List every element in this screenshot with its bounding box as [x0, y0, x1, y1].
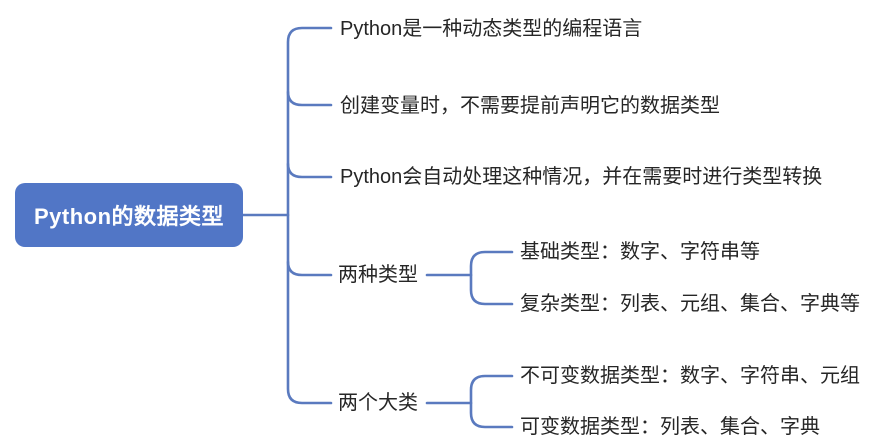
branch-topic-dynamic-typing[interactable]: Python是一种动态类型的编程语言: [340, 18, 643, 40]
branch-topic-two-categories[interactable]: 两个大类: [338, 392, 418, 414]
subtopic-complex-types[interactable]: 复杂类型：列表、元组、集合、字典等: [520, 293, 860, 315]
subtopic-mutable-types[interactable]: 可变数据类型：列表、集合、字典: [520, 416, 820, 438]
connector-branch-4: [286, 260, 333, 277]
connector-trunk: [286, 26, 333, 405]
subtopic-immutable-types[interactable]: 不可变数据类型：数字、字符串、元组: [520, 365, 860, 387]
connector-branch4-bracket: [469, 250, 514, 306]
connector-branch-3: [286, 162, 333, 179]
subtopic-basic-types[interactable]: 基础类型：数字、字符串等: [520, 241, 760, 263]
branch-topic-two-types[interactable]: 两种类型: [338, 264, 418, 286]
connector-branch-2: [286, 90, 333, 107]
connector-branch5-bracket: [469, 374, 514, 429]
branch-topic-no-declaration[interactable]: 创建变量时，不需要提前声明它的数据类型: [340, 95, 720, 117]
branch-topic-auto-conversion[interactable]: Python会自动处理这种情况，并在需要时进行类型转换: [340, 166, 823, 188]
root-topic-node[interactable]: Python的数据类型: [15, 183, 243, 247]
